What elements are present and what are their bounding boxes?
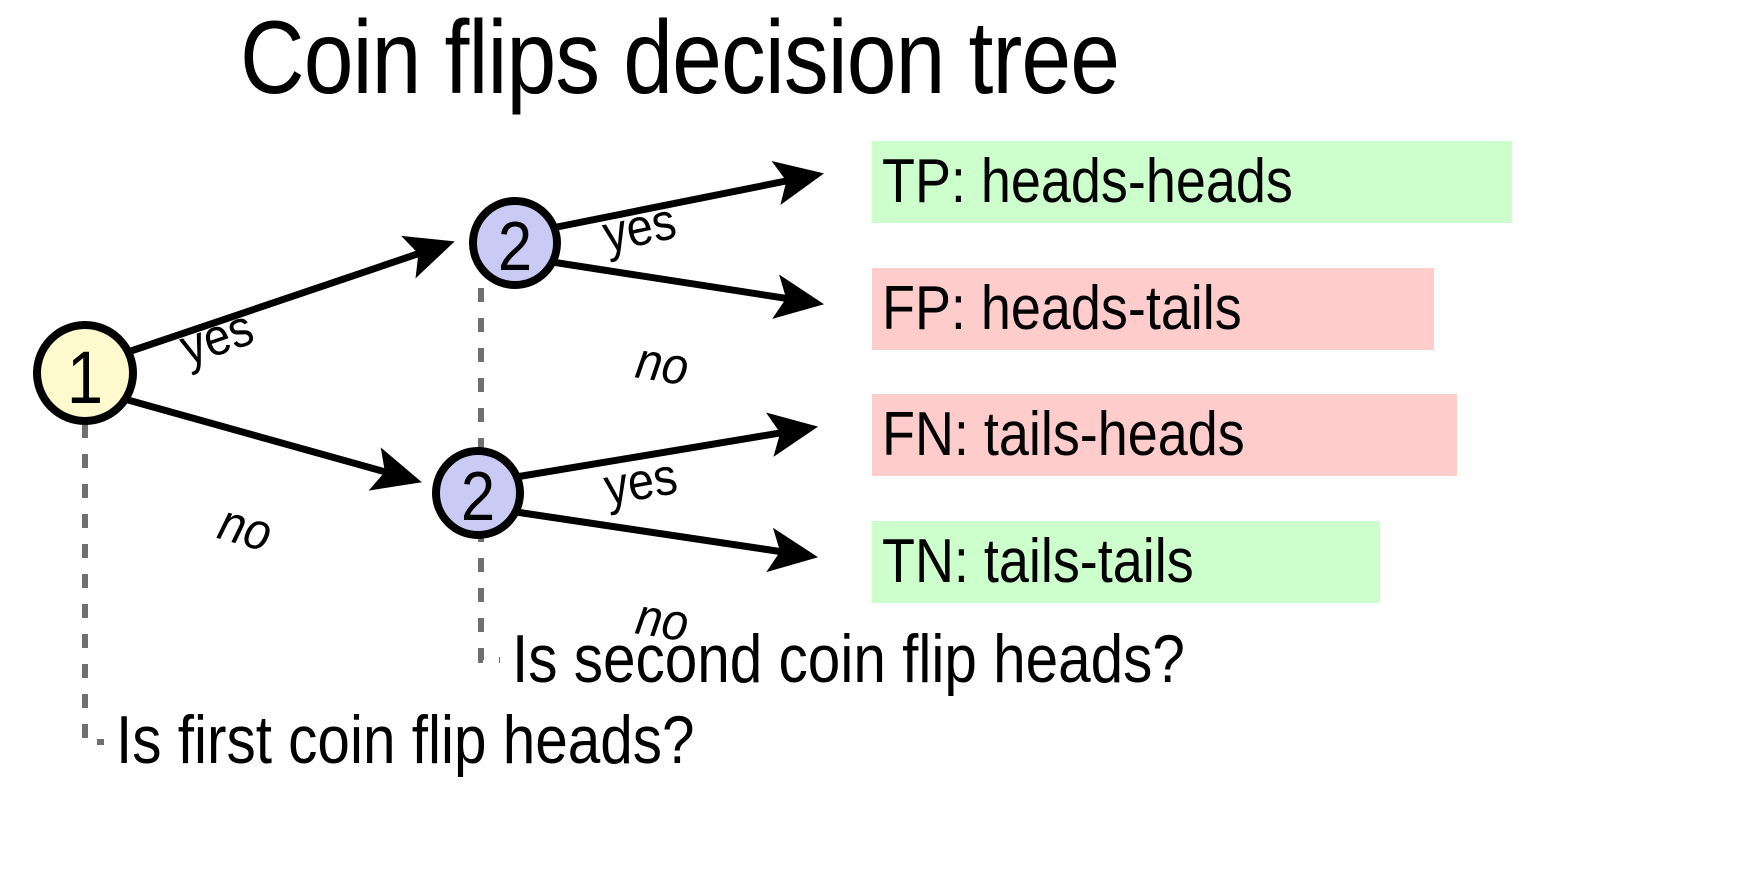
- annotation-second-flip: Is second coin flip heads?: [512, 621, 1185, 697]
- edge-root-no: [127, 396, 422, 491]
- node-upper-label: 2: [497, 207, 533, 285]
- edge-lower-no: [515, 508, 819, 573]
- figure-title: Coin flips decision tree: [240, 0, 1120, 116]
- outcome-fp-text: FP: heads-tails: [882, 274, 1242, 343]
- node-root-circle: [33, 321, 137, 425]
- edge-lower-yes: [515, 412, 819, 481]
- edge-root-yes: [129, 235, 455, 355]
- outcome-tp: TP: heads-heads: [872, 141, 1512, 223]
- annotation-first-flip: Is first coin flip heads?: [116, 702, 695, 778]
- node-upper-circle: [469, 197, 561, 289]
- edge-upper-yes: [551, 161, 825, 232]
- edge-label-lower-yes: yes: [599, 447, 682, 518]
- tree-nodes: [33, 197, 561, 539]
- leader-line-upper: [478, 288, 500, 663]
- node-lower-circle: [432, 447, 524, 539]
- outcome-fp: FP: heads-tails: [872, 268, 1434, 350]
- outcome-tn-text: TN: tails-tails: [882, 527, 1194, 596]
- node-root-label: 1: [66, 336, 104, 419]
- edge-label-upper-no: no: [632, 331, 693, 398]
- leader-line-root: [82, 424, 104, 745]
- tree-edges: [127, 161, 825, 573]
- edge-upper-no: [551, 258, 825, 319]
- outcome-fn: FN: tails-heads: [872, 394, 1457, 476]
- outcome-fn-text: FN: tails-heads: [882, 400, 1245, 469]
- node-lower-label: 2: [460, 457, 496, 535]
- outcome-tn: TN: tails-tails: [872, 521, 1380, 603]
- outcome-tp-text: TP: heads-heads: [882, 147, 1293, 216]
